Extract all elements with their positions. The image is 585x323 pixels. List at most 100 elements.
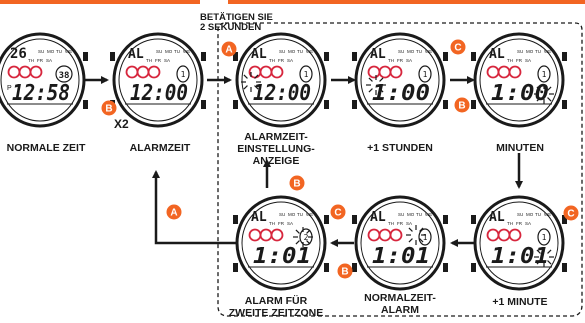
badge-circle — [101, 100, 117, 116]
flash-ray — [368, 77, 373, 82]
watch-time-digits: 1:00 — [491, 81, 549, 106]
label-normal-time: NORMALE ZEIT — [6, 142, 86, 154]
day-label: FR — [155, 58, 162, 63]
indicator-ring — [18, 65, 32, 79]
day-label: SA — [525, 221, 531, 226]
indicator-ring — [147, 65, 161, 79]
badge-circle — [450, 39, 466, 55]
watch-button-left-bottom — [352, 263, 357, 272]
day-label: WE — [425, 49, 432, 54]
flash-ray — [547, 249, 552, 254]
day-label: MO — [407, 212, 415, 217]
day-label: SU — [517, 212, 523, 217]
watch-dial — [241, 201, 321, 285]
watch-button-left-top — [233, 52, 238, 61]
indicator-ring — [486, 228, 500, 242]
day-label: SA — [46, 58, 52, 63]
flash-ray — [379, 88, 384, 93]
watch-button-left-top — [233, 215, 238, 224]
watch-dial — [0, 38, 80, 122]
hint-line-2: 2 SEKUNDEN — [200, 22, 262, 33]
day-label: WE — [544, 212, 551, 217]
badge-circle — [330, 204, 346, 220]
watch-button-right-bottom — [324, 263, 329, 272]
indicator-ring — [389, 65, 403, 79]
watch-dial — [241, 38, 321, 122]
indicator-ring — [389, 228, 403, 242]
watch-date-digits: 26 — [10, 46, 27, 62]
flash-ray — [536, 86, 541, 91]
day-label: TU — [535, 212, 541, 217]
flash-ray — [408, 238, 413, 243]
day-label: TH — [388, 221, 394, 226]
alarm-bell-digit: 1 — [423, 233, 428, 242]
day-label: WE — [544, 49, 551, 54]
day-label: MO — [526, 49, 534, 54]
flash-ray — [536, 97, 541, 102]
indicator-ring — [259, 228, 273, 242]
badge-letter: A — [170, 208, 177, 219]
watch-button-right-bottom — [562, 263, 567, 272]
label-minutes: MINUTEN — [496, 142, 544, 154]
badge-a: A — [221, 41, 237, 57]
label-plus-hours: +1 STUNDEN — [367, 142, 433, 154]
watch-seconds-digits: 38 — [59, 71, 70, 81]
day-label: TH — [507, 221, 513, 226]
label-setting-line3: ANZEIGE — [252, 155, 300, 167]
watch-button-right-top — [201, 52, 206, 61]
day-label: TU — [416, 212, 422, 217]
day-label: SA — [525, 58, 531, 63]
day-label: TH — [507, 58, 513, 63]
day-label: WE — [65, 49, 72, 54]
day-label: SU — [398, 212, 404, 217]
alarm-bell-icon — [299, 65, 313, 83]
watch-button-right-bottom — [324, 100, 329, 109]
indicator-ring — [29, 65, 43, 79]
flash-ray — [295, 240, 300, 245]
watch-time-digits: 1:01 — [253, 244, 311, 269]
watch-al-mark: AL — [370, 210, 386, 225]
indicator-ring — [486, 65, 500, 79]
label-second-zone-line2: ZWEITE ZEITZONE — [228, 307, 324, 319]
flash-ray — [306, 229, 311, 234]
label-setting-line2: EINSTELLUNG- — [237, 143, 315, 155]
day-label: TU — [416, 49, 422, 54]
badge-circle — [289, 175, 305, 191]
flash-ray — [547, 260, 552, 265]
watch-button-left-top — [352, 52, 357, 61]
flash-ray — [419, 227, 424, 232]
day-label: SA — [164, 58, 170, 63]
day-label: SU — [156, 49, 162, 54]
indicator-ring — [125, 65, 139, 79]
alarm-bell-digit: 1 — [181, 70, 186, 79]
badge-circle — [563, 205, 579, 221]
day-label: SA — [406, 221, 412, 226]
watch-button-right-bottom — [201, 100, 206, 109]
indicator-ring — [259, 65, 273, 79]
indicator-ring — [248, 228, 262, 242]
day-label: TH — [269, 221, 275, 226]
day-label: TU — [174, 49, 180, 54]
watch-dial — [118, 38, 198, 122]
watch-dial — [479, 201, 559, 285]
day-label: TU — [56, 49, 62, 54]
watch-al-mark: AL — [489, 47, 505, 62]
badge-circle — [221, 41, 237, 57]
indicator-ring — [508, 228, 522, 242]
watch-button-right-top — [324, 215, 329, 224]
label-normal-alarm-line2: ALARM — [381, 304, 419, 316]
label-normal-alarm: NORMALZEIT- ALARM — [350, 292, 450, 316]
day-label: WE — [183, 49, 190, 54]
watch-button-left-bottom — [352, 100, 357, 109]
indicator-ring — [508, 65, 522, 79]
watch-button-right-top — [83, 52, 88, 61]
day-label: FR — [516, 58, 523, 63]
watch-al-mark: AL — [251, 210, 267, 225]
